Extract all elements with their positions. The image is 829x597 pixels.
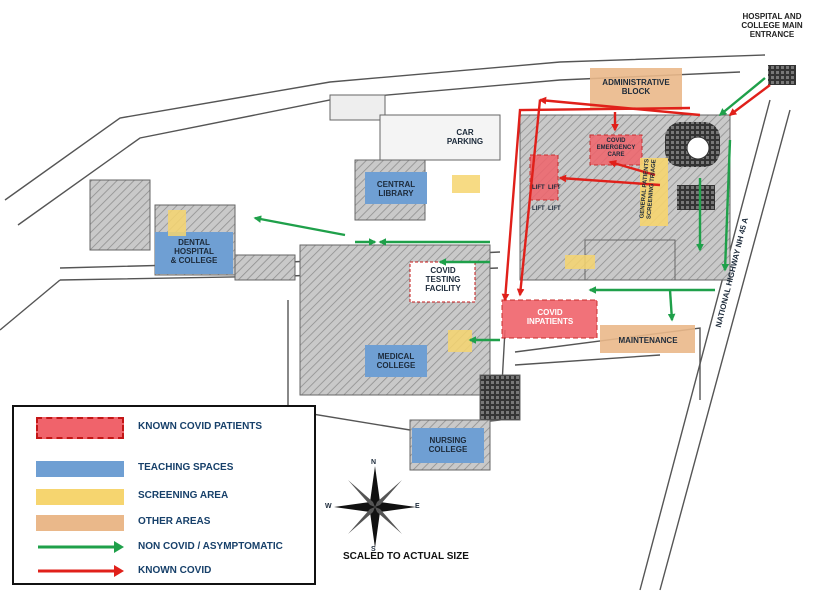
covid-emergency-label: COVID EMERGENCY CARE xyxy=(596,138,636,158)
legend-item-non-covid: NON COVID / ASYMPTOMATIC xyxy=(14,537,314,557)
highway-label: NATIONAL HIGHWAY NH 45 A xyxy=(713,216,751,329)
zone-nursing-college xyxy=(412,428,484,463)
legend-item-other-areas: OTHER AREAS xyxy=(14,513,314,533)
lift-label: LIFT xyxy=(548,185,561,191)
legend-swatch xyxy=(36,515,124,531)
covid-testing-label: COVID TESTING FACILITY xyxy=(425,266,461,293)
compass-w: W xyxy=(325,503,332,510)
car-parking-lot xyxy=(379,114,501,161)
zone-covid-emergency xyxy=(589,134,643,166)
compass-e: E xyxy=(415,503,420,510)
compass-rose-icon xyxy=(334,466,416,548)
legend-item-teaching-spaces: TEACHING SPACES xyxy=(14,459,314,479)
central-library-label: CENTRAL LIBRARY xyxy=(376,180,416,198)
medical-college-label: MEDICAL COLLEGE xyxy=(376,352,416,370)
car-parking-label: CAR PARKING xyxy=(446,128,484,146)
zone-medical-screening xyxy=(448,330,472,352)
legend-swatch xyxy=(36,489,124,505)
covid-inpatients-label: COVID INPATIENTS xyxy=(526,308,574,326)
dental-label: DENTAL HOSPITAL & COLLEGE xyxy=(170,238,218,265)
scale-note: SCALED TO ACTUAL SIZE xyxy=(343,551,469,562)
building-west xyxy=(89,179,151,251)
zone-dental-screening xyxy=(168,210,186,236)
covid-route xyxy=(501,84,771,302)
non-covid-route xyxy=(253,77,766,344)
zone-covid-testing xyxy=(409,261,476,303)
legend-item-screening-area: SCREENING AREA xyxy=(14,487,314,507)
zone-central-library xyxy=(365,172,427,204)
parking-grid-south xyxy=(479,374,521,421)
zone-covid-red-block xyxy=(529,154,559,201)
administrative-label: ADMINISTRATIVE BLOCK xyxy=(602,78,670,96)
red-arrow-icon xyxy=(38,565,124,577)
legend-swatch xyxy=(36,417,124,439)
zone-maintenance xyxy=(600,325,695,353)
maintenance-label: MAINTENANCE xyxy=(618,336,678,345)
hospital-annex xyxy=(584,239,676,281)
general-triage-label: GENERAL PATIENTS SCREENING TRIAGE xyxy=(639,158,658,220)
zone-administrative xyxy=(590,68,682,110)
map-legend: KNOWN COVID PATIENTS TEACHING SPACES SCR… xyxy=(12,405,316,585)
parking-block xyxy=(329,94,386,121)
lift-label: LIFT xyxy=(532,185,545,191)
parking-grids xyxy=(665,65,796,210)
lift-label: LIFT xyxy=(548,206,561,212)
parking-grid-mid xyxy=(677,185,715,210)
legend-item-known-covid-patients: KNOWN COVID PATIENTS xyxy=(14,415,314,439)
zone-dental xyxy=(155,232,233,274)
zone-hospital-screening xyxy=(565,255,595,269)
legend-swatch xyxy=(36,461,124,477)
compass-n: N xyxy=(371,459,377,466)
legend-item-known-covid: KNOWN COVID xyxy=(14,561,314,581)
zone-library-screening xyxy=(452,175,480,193)
compass-s: S xyxy=(371,546,376,553)
nursing-college-label: NURSING COLLEGE xyxy=(428,436,468,454)
lift-label: LIFT xyxy=(532,206,545,212)
zones xyxy=(155,68,695,463)
parking-grid-entrance xyxy=(768,65,796,85)
zone-covid-inpatients xyxy=(501,299,598,339)
green-arrow-icon xyxy=(38,541,124,553)
zone-medical-college xyxy=(365,345,427,377)
small-block xyxy=(234,254,296,281)
entrance-label: HOSPITAL AND COLLEGE MAIN ENTRANCE xyxy=(741,12,803,39)
zone-general-triage xyxy=(640,158,668,226)
